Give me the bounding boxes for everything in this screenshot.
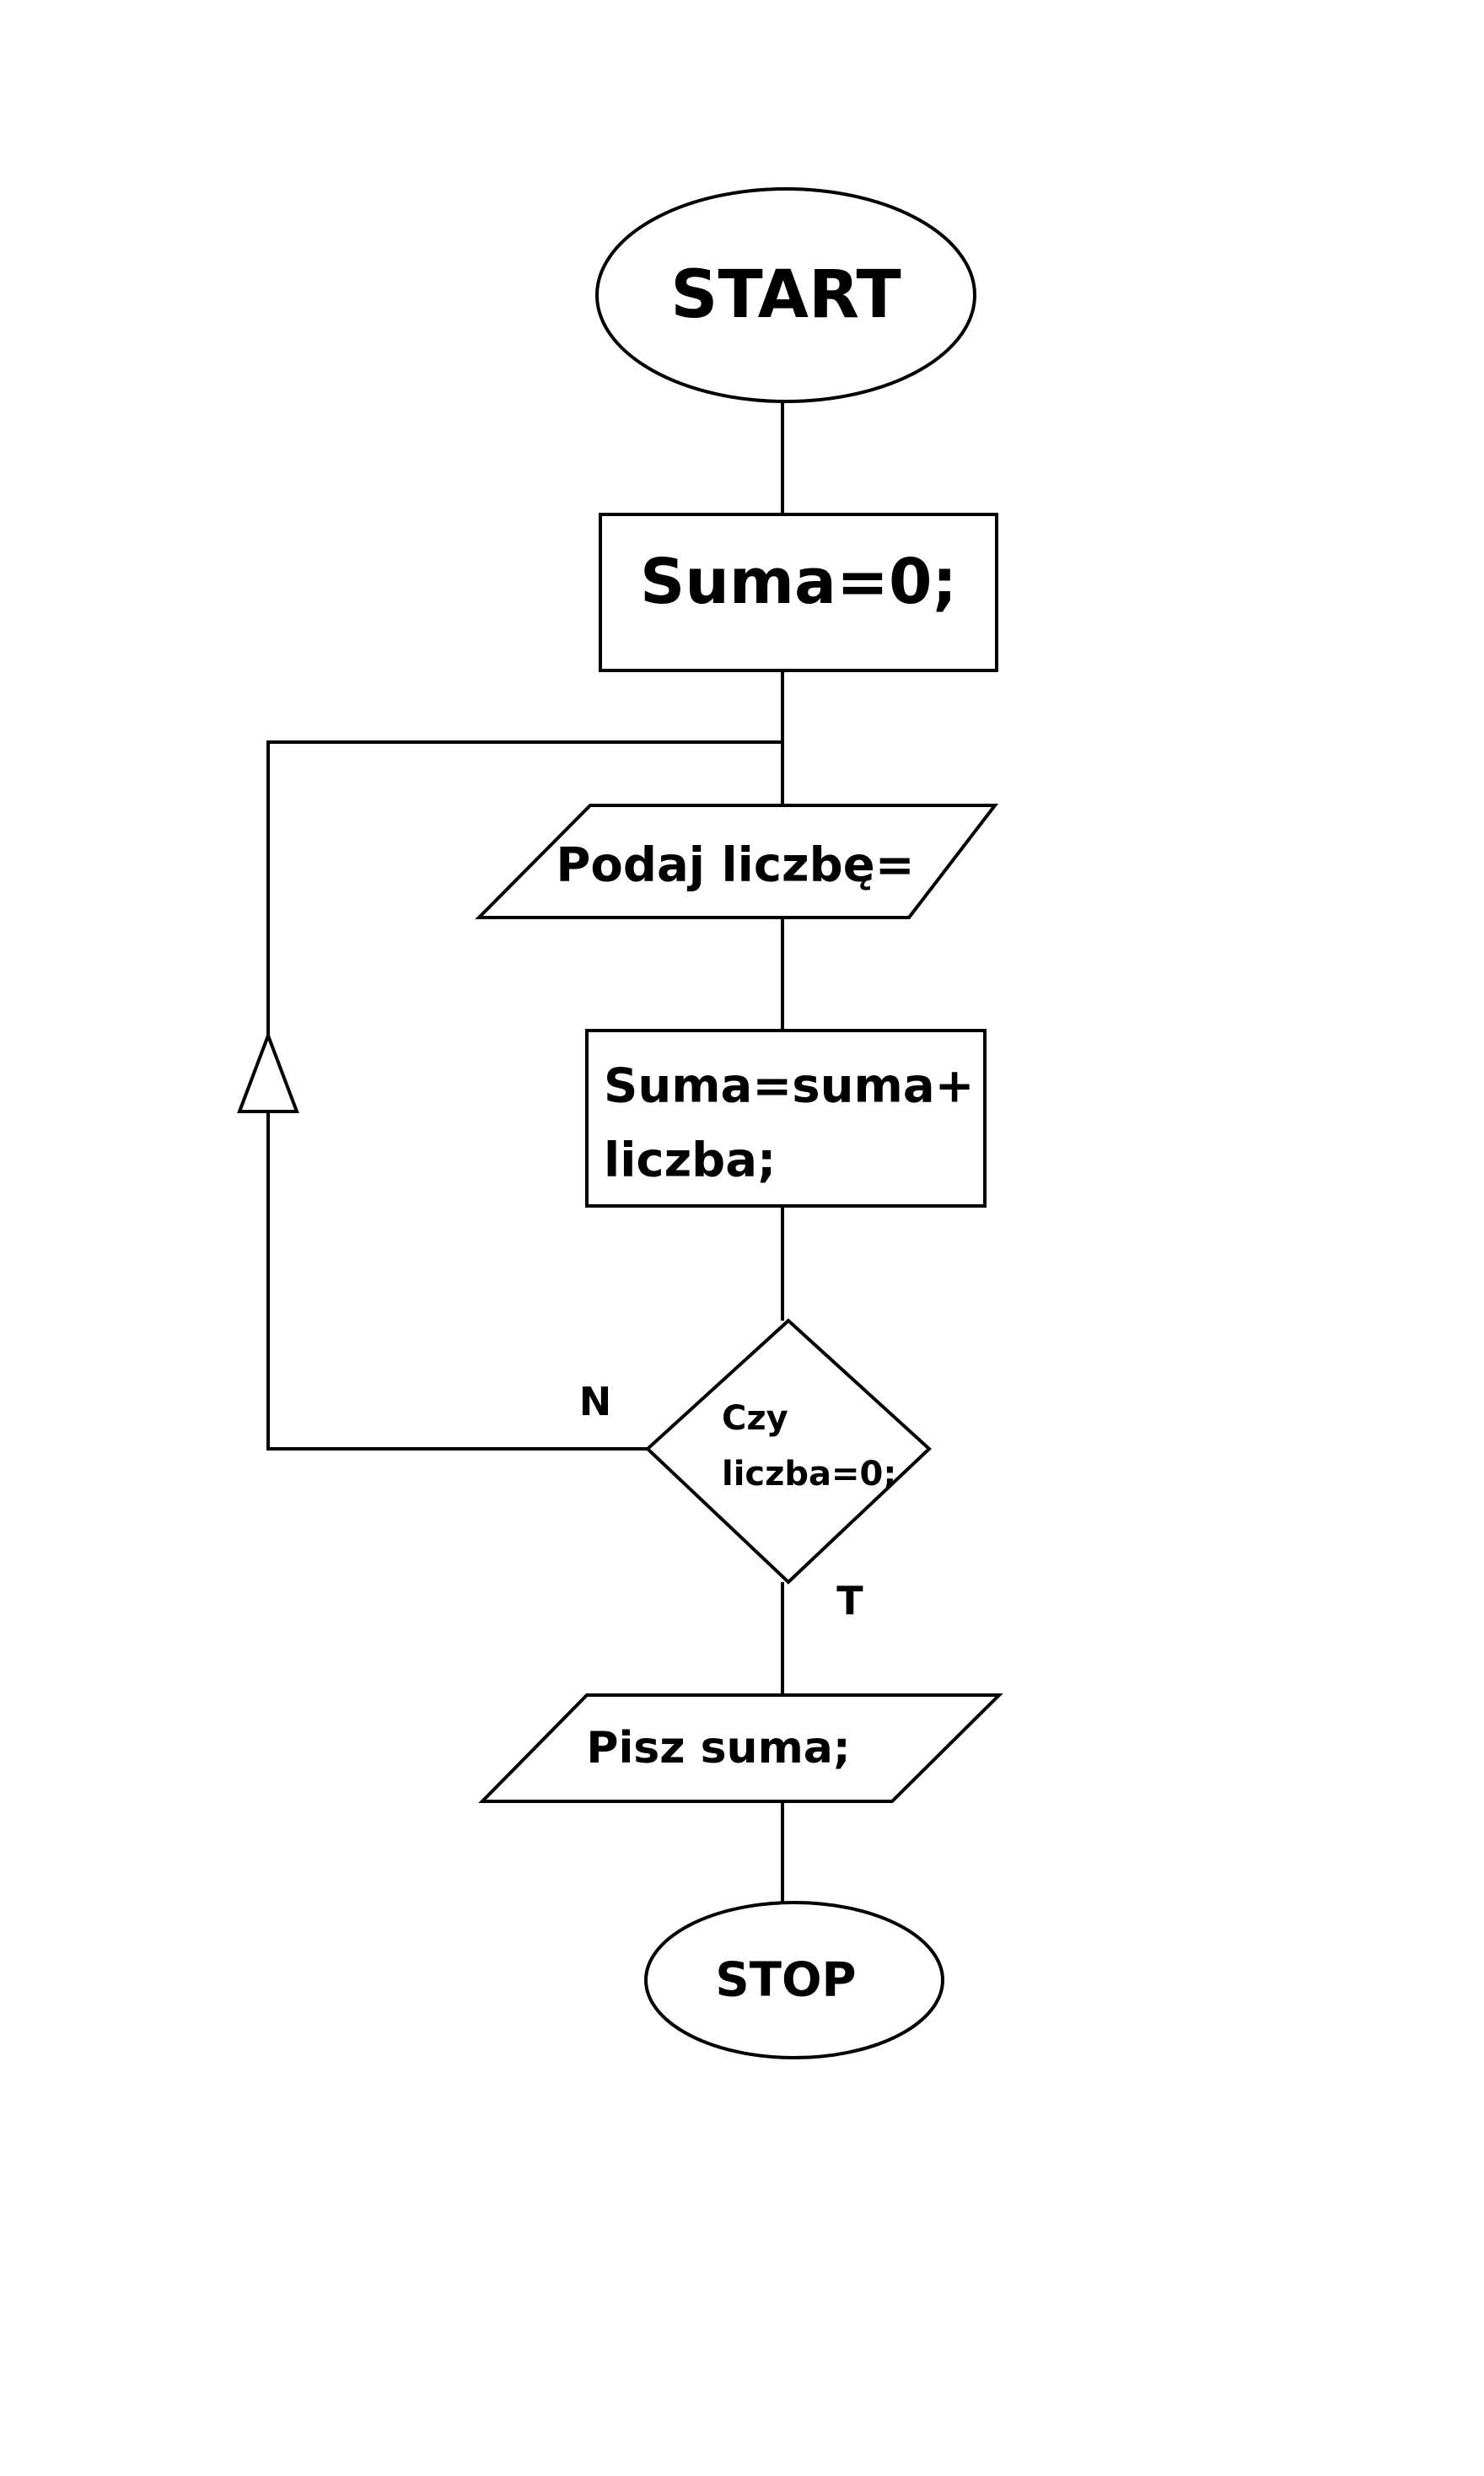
branch-true-label: T bbox=[836, 1578, 863, 1623]
init-process-box bbox=[599, 513, 998, 672]
start-label: START bbox=[670, 257, 901, 333]
loop-arrowhead-icon bbox=[237, 1031, 299, 1113]
stop-label: STOP bbox=[715, 1953, 856, 2008]
decision-label-line2: liczba=0; bbox=[722, 1455, 896, 1494]
sum-process-box bbox=[585, 1029, 987, 1208]
output-parallelogram bbox=[478, 1693, 1003, 1803]
decision-label-line1: Czy bbox=[722, 1399, 788, 1438]
start-terminal bbox=[595, 187, 976, 403]
init-label: Suma=0; bbox=[640, 546, 957, 618]
stop-terminal bbox=[644, 1901, 944, 2059]
decision-diamond bbox=[645, 1318, 932, 1585]
process-label-line1: Suma=suma+ bbox=[604, 1059, 975, 1114]
process-label-line2: liczba; bbox=[604, 1133, 776, 1188]
output-label: Pisz suma; bbox=[586, 1723, 850, 1774]
input-label: Podaj liczbę= bbox=[556, 838, 914, 893]
branch-false-label: N bbox=[579, 1379, 612, 1424]
input-parallelogram bbox=[475, 804, 999, 919]
